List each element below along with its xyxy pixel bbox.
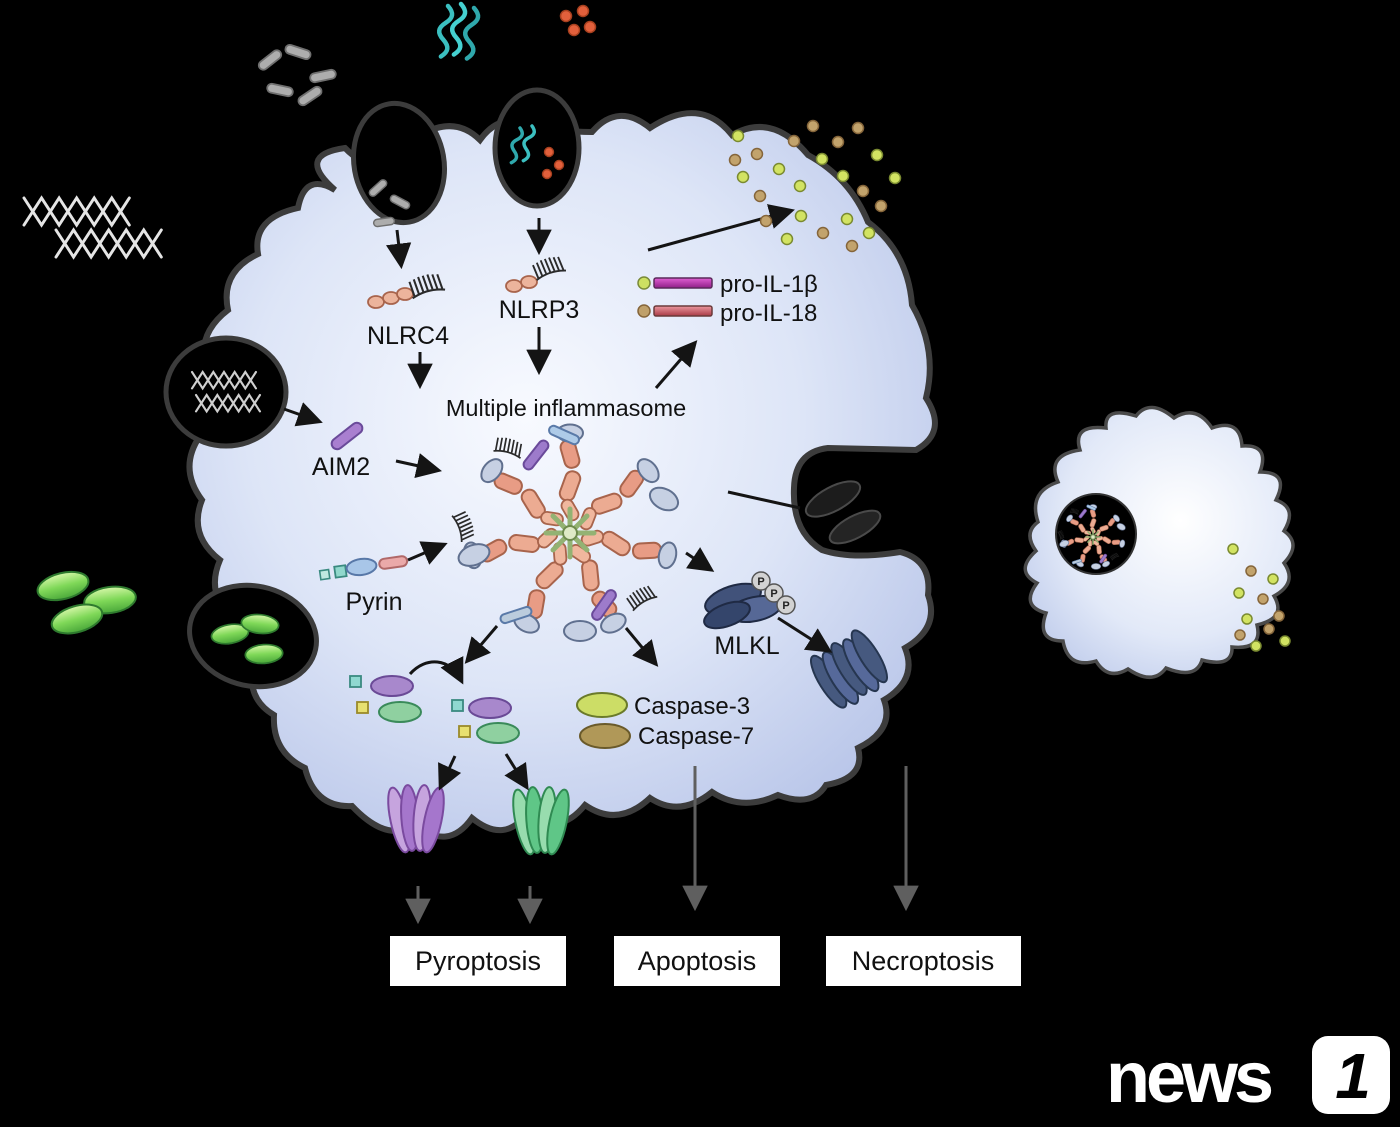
svg-text:P: P — [782, 600, 789, 612]
caspase3-label: Caspase-3 — [634, 693, 750, 720]
news1-logo-one: 1 — [1335, 1040, 1371, 1112]
news1-logo-text: news — [1106, 1038, 1272, 1118]
gasdermin-pore-green-icon — [512, 786, 570, 856]
news1-logo: news 1 — [1106, 1036, 1390, 1118]
news1-logo-box — [1312, 1036, 1390, 1114]
arrow-inflammasome-to-proil — [654, 340, 698, 389]
necroptosis-label: Necroptosis — [852, 946, 995, 976]
green-bacteria-icon — [33, 566, 139, 640]
aim2-label: AIM2 — [312, 453, 370, 481]
mlkl-label: MLKL — [714, 632, 779, 660]
arrow-caspase1-cleavage — [408, 656, 464, 685]
arrow-to-purple-pore — [438, 755, 462, 791]
apoptosis-box: Apoptosis — [614, 936, 780, 986]
bystander-cell — [1023, 405, 1295, 679]
nlrc4-icon — [367, 270, 447, 309]
secreted-cytokine-dots — [728, 119, 902, 253]
caspase1-complex-icon — [349, 675, 422, 723]
nlrp3-icon — [505, 252, 567, 293]
bystander-secreted-dots — [1227, 543, 1291, 652]
arrow-wheel-to-mlkl — [685, 547, 715, 572]
pro-il18-label: pro-IL-18 — [720, 300, 817, 327]
arrow-bacteria-to-nlrc4 — [385, 229, 412, 270]
svg-text:P: P — [770, 588, 777, 600]
membrane-rupture-icon — [804, 480, 882, 545]
flagellin-icon — [436, 3, 479, 59]
nlrp3-label: NLRP3 — [499, 296, 580, 324]
pro-il1b-bar-icon — [637, 276, 713, 290]
necroptosis-box: Necroptosis — [826, 936, 1021, 986]
arrow-aim2-to-wheel — [395, 453, 442, 479]
pro-il1b-label: pro-IL-1β — [720, 271, 818, 298]
pocket-dna — [163, 335, 289, 449]
arrow-to-green-pore — [504, 753, 529, 791]
pyrin-label: Pyrin — [346, 588, 403, 616]
arrow-pyrin-to-wheel — [407, 541, 448, 565]
bacteria-rods-icon — [256, 42, 338, 108]
toxin-dots-icon — [559, 4, 597, 37]
pathway-arrows — [283, 204, 833, 791]
macrophage-membrane — [186, 110, 938, 840]
gasdermin-pore-purple-icon — [387, 784, 445, 854]
caspase7-icon — [579, 723, 631, 749]
caspase7-label: Caspase-7 — [638, 723, 754, 750]
caspase3-icon — [576, 692, 628, 718]
phagocytic-pockets — [163, 87, 582, 690]
arrow-wheel-to-caspase1 — [464, 625, 499, 664]
outcome-arrows — [405, 766, 919, 925]
pocket-flagellin — [492, 87, 582, 209]
phospho-badge: P P P — [751, 571, 796, 615]
svg-text:P: P — [757, 576, 764, 588]
arrow-dna-to-aim2 — [283, 402, 323, 427]
pro-il18-bar-icon — [637, 304, 713, 318]
dna-helix-icon — [22, 196, 163, 259]
cleaved-caspase1-icon — [451, 697, 520, 744]
pyroptosis-label: Pyroptosis — [415, 946, 541, 976]
apoptosis-label: Apoptosis — [638, 946, 757, 976]
arrow-wheel-to-caspase37 — [624, 627, 659, 667]
pocket-green-bacteria — [187, 582, 319, 690]
pyroptosis-box: Pyroptosis — [390, 936, 566, 986]
multiple-inflammasome-label: Multiple inflammasome — [446, 395, 686, 421]
arrow-mlkl-to-membrane — [777, 616, 833, 653]
mlkl-protein-icon: P P P — [703, 571, 796, 630]
pyrin-icon — [318, 555, 409, 581]
aim2-icon — [330, 421, 364, 451]
mlkl-membrane-pore-icon — [810, 629, 888, 709]
line-wheel-to-notch — [727, 490, 801, 510]
nlrc4-label: NLRC4 — [367, 322, 449, 350]
flagellin-in-pocket — [506, 123, 565, 180]
